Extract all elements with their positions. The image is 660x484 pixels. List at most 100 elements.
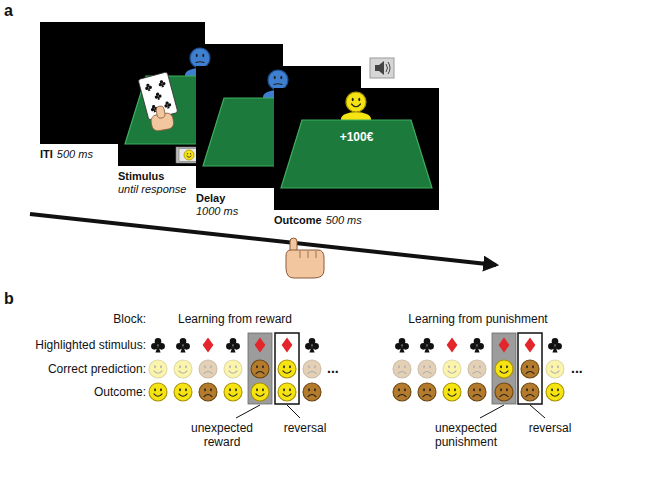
row-label: Highlighted stimulus: bbox=[35, 338, 146, 352]
response-hand bbox=[286, 238, 324, 278]
smiley-face bbox=[184, 150, 194, 160]
face-mouth bbox=[256, 372, 264, 374]
smiley-face bbox=[443, 360, 461, 378]
smiley-face bbox=[268, 70, 288, 90]
face-mouth bbox=[473, 395, 481, 397]
diamond-suit bbox=[282, 338, 293, 353]
highlight-column bbox=[492, 333, 516, 404]
smiley-face bbox=[418, 360, 436, 378]
face-eye bbox=[283, 388, 285, 391]
face-mouth bbox=[179, 371, 187, 373]
club-suit bbox=[176, 338, 190, 352]
face-disc bbox=[393, 383, 411, 401]
face-eye bbox=[187, 153, 188, 155]
face-mouth bbox=[204, 395, 212, 397]
face-mouth bbox=[398, 395, 406, 397]
face-disc bbox=[443, 360, 461, 378]
panel-letter: a bbox=[4, 2, 13, 20]
smiley-face bbox=[468, 383, 486, 401]
hand bbox=[149, 104, 175, 131]
face-eye bbox=[314, 388, 316, 391]
face-eye bbox=[190, 153, 191, 155]
smiley-face bbox=[443, 383, 461, 401]
face-mouth bbox=[283, 394, 291, 396]
face-disc bbox=[278, 360, 296, 378]
face-disc bbox=[468, 383, 486, 401]
smiley-face bbox=[495, 383, 513, 401]
face-eye bbox=[235, 365, 237, 368]
row-label: Outcome: bbox=[94, 385, 146, 399]
face-mouth bbox=[423, 395, 431, 397]
face-eye bbox=[262, 365, 264, 368]
panel-letter: b bbox=[4, 290, 14, 308]
face-disc bbox=[224, 383, 242, 401]
face-disc bbox=[149, 360, 167, 378]
face-mouth bbox=[187, 156, 192, 157]
face-disc bbox=[184, 150, 194, 160]
phase-duration: until response bbox=[118, 183, 187, 196]
smiley-face bbox=[224, 360, 242, 378]
face-mouth bbox=[179, 394, 187, 396]
smiley-face bbox=[346, 92, 366, 112]
phase-duration: 500 ms bbox=[326, 214, 362, 227]
face-eye bbox=[289, 365, 291, 368]
face-disc bbox=[521, 360, 539, 378]
smiley-face bbox=[224, 383, 242, 401]
reversal-column bbox=[518, 333, 542, 404]
face-eye bbox=[160, 388, 162, 391]
face-disc bbox=[418, 360, 436, 378]
face-disc bbox=[199, 383, 217, 401]
face-disc bbox=[251, 360, 269, 378]
row-label: Block: bbox=[113, 312, 146, 326]
face-mouth bbox=[551, 371, 559, 373]
club-suit bbox=[420, 338, 434, 352]
smiley-face bbox=[303, 360, 321, 378]
face-disc bbox=[199, 360, 217, 378]
face-eye bbox=[289, 388, 291, 391]
face-disc bbox=[251, 383, 269, 401]
event-label: reversal bbox=[284, 421, 327, 435]
reward-amount: +100€ bbox=[274, 130, 439, 144]
face-disc bbox=[224, 360, 242, 378]
face-eye bbox=[235, 388, 237, 391]
face-mouth bbox=[154, 371, 162, 373]
face-eye bbox=[500, 388, 502, 391]
face-disc bbox=[303, 360, 321, 378]
smiley-face bbox=[393, 383, 411, 401]
smiley-face bbox=[278, 383, 296, 401]
face-eye bbox=[204, 388, 206, 391]
face-mouth bbox=[308, 372, 316, 374]
diamond-suit bbox=[499, 338, 510, 353]
face-disc bbox=[174, 383, 192, 401]
face-mouth bbox=[551, 394, 559, 396]
smiley-face bbox=[418, 383, 436, 401]
face-eye bbox=[283, 365, 285, 368]
screen-caption: Stimulusuntil response bbox=[118, 170, 192, 196]
face-eye bbox=[429, 388, 431, 391]
face-eye bbox=[352, 98, 354, 101]
face-mouth bbox=[204, 372, 212, 374]
face-eye bbox=[210, 388, 212, 391]
ellipsis: ... bbox=[571, 360, 583, 376]
face-eye bbox=[532, 365, 534, 368]
face-mouth bbox=[308, 395, 316, 397]
face-eye bbox=[308, 365, 310, 368]
face-disc bbox=[346, 92, 366, 112]
club-suit bbox=[548, 338, 562, 352]
ellipsis: ... bbox=[327, 360, 339, 376]
trial-screen: Outcome500 ms+100€ bbox=[274, 88, 439, 210]
face-mouth bbox=[229, 371, 237, 373]
face-eye bbox=[274, 76, 276, 79]
club-suit bbox=[470, 338, 484, 352]
club-suit bbox=[154, 92, 163, 101]
face-eye bbox=[179, 365, 181, 368]
smiley-face bbox=[199, 383, 217, 401]
face-disc bbox=[521, 383, 539, 401]
face-eye bbox=[160, 365, 162, 368]
phase-duration: 500 ms bbox=[57, 148, 93, 161]
smiley-face bbox=[278, 360, 296, 378]
face-disc bbox=[495, 360, 513, 378]
highlight-column bbox=[248, 333, 272, 404]
face-eye bbox=[448, 388, 450, 391]
